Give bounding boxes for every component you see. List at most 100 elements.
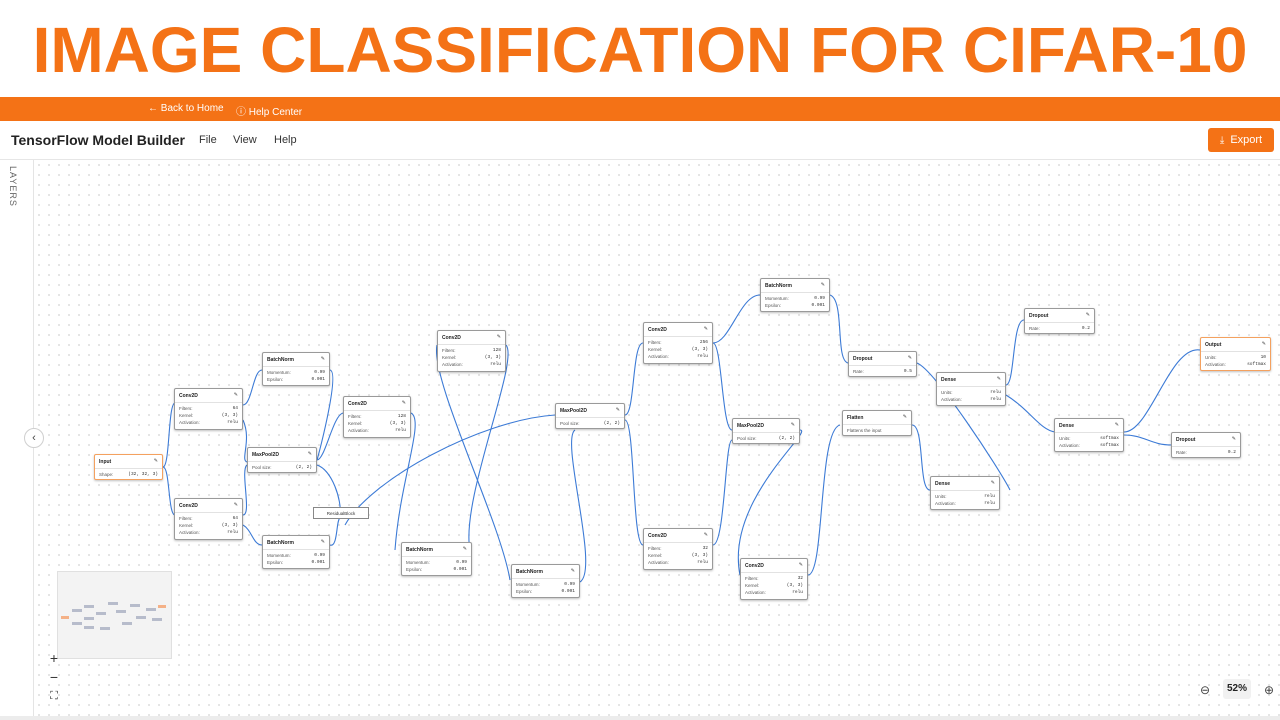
zoom-out-control[interactable]: − xyxy=(49,669,59,685)
zoom-in-icon[interactable]: ⊕ xyxy=(1263,683,1275,697)
node-title: Input xyxy=(99,459,112,465)
node-param-row: Units: 10 xyxy=(1205,355,1266,361)
layer-node-pool2[interactable]: MaxPool2D✎Pool size:(2, 2) xyxy=(555,403,625,429)
param-label: Filters: xyxy=(745,576,759,581)
node-param-row: Rate: 0.5 xyxy=(853,369,912,375)
edit-icon[interactable]: ✎ xyxy=(820,282,825,288)
edit-icon[interactable]: ✎ xyxy=(233,502,238,508)
edit-icon[interactable]: ✎ xyxy=(1085,312,1090,318)
node-param-row: Shape:(32, 32, 3) xyxy=(99,472,158,478)
edit-icon[interactable]: ✎ xyxy=(320,356,325,362)
edit-icon[interactable]: ✎ xyxy=(401,400,406,406)
param-value: relu xyxy=(697,560,708,565)
help-center-link[interactable]: ⓘ Help Center xyxy=(236,107,303,118)
residual-block-node[interactable]: ResidualBlock xyxy=(313,507,369,519)
node-title: Conv2D xyxy=(648,533,667,539)
layer-node-drop2[interactable]: Dropout✎Rate:0.2 xyxy=(1024,308,1095,334)
zoom-in-control[interactable]: + xyxy=(49,650,59,666)
zoom-out-icon[interactable]: ⊖ xyxy=(1199,683,1211,697)
edit-icon[interactable]: ✎ xyxy=(798,562,803,568)
node-divider xyxy=(402,556,471,557)
node-param-row: Kernel:(3, 3) xyxy=(648,347,708,353)
node-param-row: Activation:relu xyxy=(179,530,238,536)
node-param-row: Activation:relu xyxy=(648,560,708,566)
edit-icon[interactable]: ✎ xyxy=(496,334,501,340)
export-button[interactable]: ⤓Export xyxy=(1208,128,1274,152)
node-param-row: Kernel:(3, 3) xyxy=(179,523,238,529)
param-label: Units: xyxy=(1205,355,1217,360)
layer-node-drop1[interactable]: Dropout✎Rate:0.5 xyxy=(848,351,917,377)
param-label: Epsilon: xyxy=(406,567,423,572)
chevron-left-icon[interactable]: ‹ xyxy=(24,428,44,448)
param-value: 0.5 xyxy=(903,369,912,374)
app-title: TensorFlow Model Builder xyxy=(11,132,185,148)
param-label: Rate: xyxy=(853,369,864,374)
edit-icon[interactable]: ✎ xyxy=(570,568,575,574)
edit-icon[interactable]: ✎ xyxy=(703,532,708,538)
edit-icon[interactable]: ✎ xyxy=(996,376,1001,382)
node-param-row: Epsilon:0.001 xyxy=(406,567,467,573)
param-value: 0.99 xyxy=(814,296,825,301)
param-value: softmax xyxy=(1100,436,1119,441)
minimap[interactable] xyxy=(57,571,172,659)
param-label: Momentum: xyxy=(267,370,291,375)
menu-view[interactable]: View xyxy=(233,134,257,146)
menu-file[interactable]: File xyxy=(199,134,217,146)
param-value: 10 xyxy=(1260,355,1266,360)
minimap-node xyxy=(100,627,110,630)
node-param-row: Momentum:0.99 xyxy=(406,560,467,566)
node-param-row: Momentum:0.99 xyxy=(267,370,325,376)
edit-icon[interactable]: ✎ xyxy=(1261,341,1266,347)
node-param-row: Pool size:(2, 2) xyxy=(560,421,620,427)
node-param-row: Rate:0.2 xyxy=(1029,326,1090,332)
param-label: Rate: xyxy=(1029,326,1040,331)
edit-icon[interactable]: ✎ xyxy=(902,414,907,420)
fit-view-icon[interactable]: ⛶ xyxy=(50,690,58,702)
param-label: Kernel: xyxy=(648,553,663,558)
node-title: Flatten xyxy=(847,415,864,421)
menu-help[interactable]: Help xyxy=(274,134,297,146)
back-to-home-link[interactable]: ← Back to Home xyxy=(148,103,224,114)
node-divider xyxy=(175,402,242,403)
edit-icon[interactable]: ✎ xyxy=(462,546,467,552)
edit-icon[interactable]: ✎ xyxy=(153,458,158,464)
edit-icon[interactable]: ✎ xyxy=(1231,436,1236,442)
edit-icon[interactable]: ✎ xyxy=(320,539,325,545)
edit-icon[interactable]: ✎ xyxy=(1114,422,1119,428)
layer-node-pool1[interactable]: MaxPool2D✎Pool size:(2, 2) xyxy=(247,447,317,473)
layer-node-pool3[interactable]: MaxPool2D✎Pool size:(2, 2) xyxy=(732,418,800,444)
edit-icon[interactable]: ✎ xyxy=(907,355,912,361)
edit-icon[interactable]: ✎ xyxy=(703,326,708,332)
node-param-row: Filters:128 xyxy=(348,414,406,420)
edit-icon[interactable]: ✎ xyxy=(307,451,312,457)
edit-icon[interactable]: ✎ xyxy=(790,422,795,428)
node-divider xyxy=(175,512,242,513)
layer-node-input[interactable]: Input ✎ Shape:(32, 32, 3) xyxy=(94,454,163,480)
edit-icon[interactable]: ✎ xyxy=(233,392,238,398)
param-value: 128 xyxy=(492,348,501,353)
param-label: Activation: xyxy=(648,354,669,359)
layer-node-drop3[interactable]: Dropout✎Rate:0.2 xyxy=(1171,432,1241,458)
node-param-row: Pool size:(2, 2) xyxy=(252,465,312,471)
edit-icon[interactable]: ✎ xyxy=(615,407,620,413)
layer-node-flatten[interactable]: Flatten✎Flattens the input xyxy=(842,410,912,436)
edit-icon[interactable]: ✎ xyxy=(990,480,995,486)
minimap-node xyxy=(122,622,132,625)
param-value: 0.99 xyxy=(456,560,467,565)
